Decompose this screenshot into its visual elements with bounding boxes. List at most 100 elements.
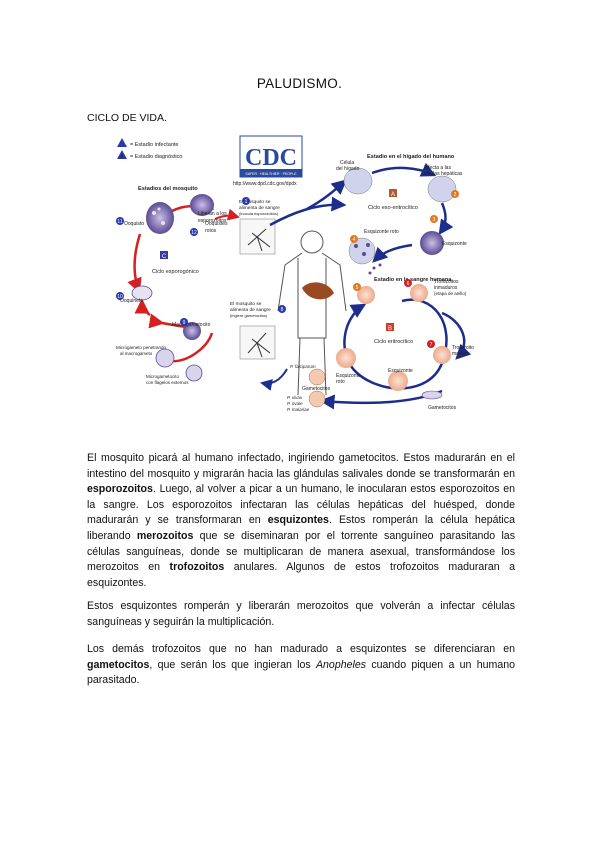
svg-text:10: 10 <box>117 294 123 300</box>
svg-text:8: 8 <box>281 307 284 313</box>
step-marker <box>116 292 124 300</box>
svg-text:11: 11 <box>117 219 122 225</box>
exflagellated-label-1: Microgametocito <box>146 374 180 379</box>
microgamete-icon <box>155 348 175 368</box>
microgamete-label-1: Microgameto penetrando <box>116 345 167 350</box>
liver-icon <box>302 282 334 300</box>
liver-stage: Célula del hígado Infecta a las células … <box>336 160 467 275</box>
human-figure <box>277 230 347 396</box>
p-vivax-gametocyte-icon <box>308 390 326 408</box>
step-marker <box>180 318 188 326</box>
sporogonic-cycle-label: Ciclo esporogónico <box>152 269 199 275</box>
step-marker <box>190 228 198 236</box>
section-heading: CICLO DE VIDA. <box>87 112 167 124</box>
immature-trophozoites-label-3: (etapa de anillo) <box>434 291 467 296</box>
paragraph-2: Estos esquizontes romperán y liberarán m… <box>87 599 515 630</box>
step-marker <box>350 235 358 243</box>
cycle-letter-a: A <box>391 192 395 198</box>
exflagellated-microgametocyte-icon <box>185 364 203 382</box>
cdc-url: http://www.dpd.cdc.gov/dpdx <box>233 181 297 187</box>
schizont-icon <box>420 231 444 255</box>
liver-cell-icon <box>343 167 373 195</box>
sporozoite-release-label-2: esporozoitos <box>198 218 227 224</box>
mature-trophozoite-icon <box>433 346 451 364</box>
svg-text:3: 3 <box>433 217 436 223</box>
exflagellated-label-2: con flagelos externos <box>146 380 189 385</box>
bold-term: trofozoitos <box>169 561 225 574</box>
step-marker <box>430 215 438 223</box>
infected-liver-label-2: células hepáticas <box>424 171 463 177</box>
legend-infective: = Estadio infectante <box>130 142 178 148</box>
text-run: cuando piquen a un humano parasitado. <box>87 658 515 687</box>
blood-stage-heading: Estadio en la sangre humana <box>374 277 452 283</box>
text-run: El mosquito picará al humano infectado, … <box>87 452 515 480</box>
blood-ruptured-schizont-icon <box>336 348 356 368</box>
svg-text:7: 7 <box>430 342 433 348</box>
bold-term: esporozoitos <box>87 483 153 496</box>
page-title: PALUDISMO. <box>256 76 343 91</box>
diagnostic-letter: d <box>121 154 124 160</box>
gametocytes-left-label: Gametocitos <box>302 386 331 392</box>
step-marker <box>427 340 435 348</box>
blood-ruptured-schizont-label-2: roto <box>336 379 345 385</box>
infective-triangle-icon <box>117 138 127 147</box>
text-run: , que serán los que ingieran los <box>149 658 316 671</box>
svg-text:5: 5 <box>356 285 359 291</box>
ruptured-oocyst-label-1: Ooquistes <box>205 221 228 227</box>
erythrocytic-cycle-label: Ciclo eritrocítico <box>374 339 413 345</box>
svg-text:12: 12 <box>191 230 197 236</box>
ookinete-label: Ooquineto <box>120 298 143 304</box>
oocyst-cell-icon <box>146 202 174 234</box>
text-run: . Estos romperán la célula hepática libe… <box>87 514 515 542</box>
cycle-letter-b: B <box>388 326 392 332</box>
macrogametocyte-icon <box>183 322 201 340</box>
blood-stage: Trofozoitos inmaduros (etapa de anillo) … <box>287 279 474 412</box>
bold-term: esquizontes <box>267 514 329 527</box>
svg-text:1: 1 <box>245 199 248 205</box>
italic-term: Anopheles <box>315 658 367 671</box>
step-marker <box>353 283 361 291</box>
sporogonic-cycle: Ooquistes rotos Liberan a los esporozoit… <box>116 194 240 385</box>
ruptured-schizont-label: Esquizonte roto <box>364 229 399 235</box>
mosquito-meal-1-label-a: El mosquito se <box>239 199 271 205</box>
legend: = Estadio infectante d = Estadio diagnós… <box>117 138 182 160</box>
microgamete-label-2: al macrogameto <box>120 351 153 356</box>
step-marker <box>242 197 250 205</box>
svg-text:6: 6 <box>407 281 410 287</box>
p-vivax-label: P. vivax <box>287 395 303 400</box>
step-marker <box>404 279 412 287</box>
legend-diagnostic: = Estadio diagnóstico <box>130 154 182 160</box>
exo-erythrocytic-label: Ciclo exo-eritrocítico <box>368 205 418 211</box>
schizont-label: Esquizonte <box>442 241 467 247</box>
cycle-letter-c-box <box>160 251 168 259</box>
text-run: Los demás trofozoitos que no han madurad… <box>87 643 515 655</box>
mosquito-box-bottom: El mosquito se alimenta de sangre (ingie… <box>230 301 276 360</box>
macrogametocyte-label: Macrogametocito <box>172 322 211 328</box>
step-marker <box>278 305 286 313</box>
mature-trophozoite-label-2: maduro <box>452 351 469 357</box>
liver-cell-label-1: Célula <box>340 160 354 166</box>
cdc-tagline: SAFER · HEALTHIER · PEOPLE <box>245 172 297 176</box>
cycle-letter-c: C <box>162 254 167 260</box>
malaria-life-cycle-diagram: = Estadio infectante d = Estadio diagnós… <box>112 133 487 418</box>
immature-trophozoites-label-2: inmaduros <box>434 285 458 291</box>
mosquito-meal-2-label-a: El mosquito se <box>230 301 262 307</box>
mosquito-meal-1-label-c: (inocula esporozoitos) <box>239 211 279 216</box>
immature-trophozoites-label-1: Trofozoitos <box>434 279 459 285</box>
infected-liver-label-1: Infecta a las <box>424 165 451 171</box>
svg-text:4: 4 <box>353 237 356 243</box>
diagnostic-triangle-icon <box>117 150 127 159</box>
mosquito-stages-heading: Estadios del mosquito <box>138 186 198 192</box>
paragraph-3: Los demás trofozoitos que no han madurad… <box>87 642 515 689</box>
mosquito-meal-2-label-c: (ingiere gametocitos) <box>230 313 268 318</box>
liver-cell-label-2: del hígado <box>336 166 360 172</box>
step-markers: 1 2 3 4 5 6 7 8 9 10 11 12 <box>116 190 459 348</box>
rbc-merozoite-icon <box>357 286 375 304</box>
ring-trophozoite-icon <box>410 284 428 302</box>
step-marker <box>451 190 459 198</box>
gametocyte-right-icon <box>421 390 443 400</box>
ookinete-icon <box>131 285 153 301</box>
cdc-logo-text: CDC <box>245 145 297 171</box>
blood-schizont-label: Esquizonte <box>388 368 413 374</box>
bold-term: gametocitos <box>87 658 150 671</box>
